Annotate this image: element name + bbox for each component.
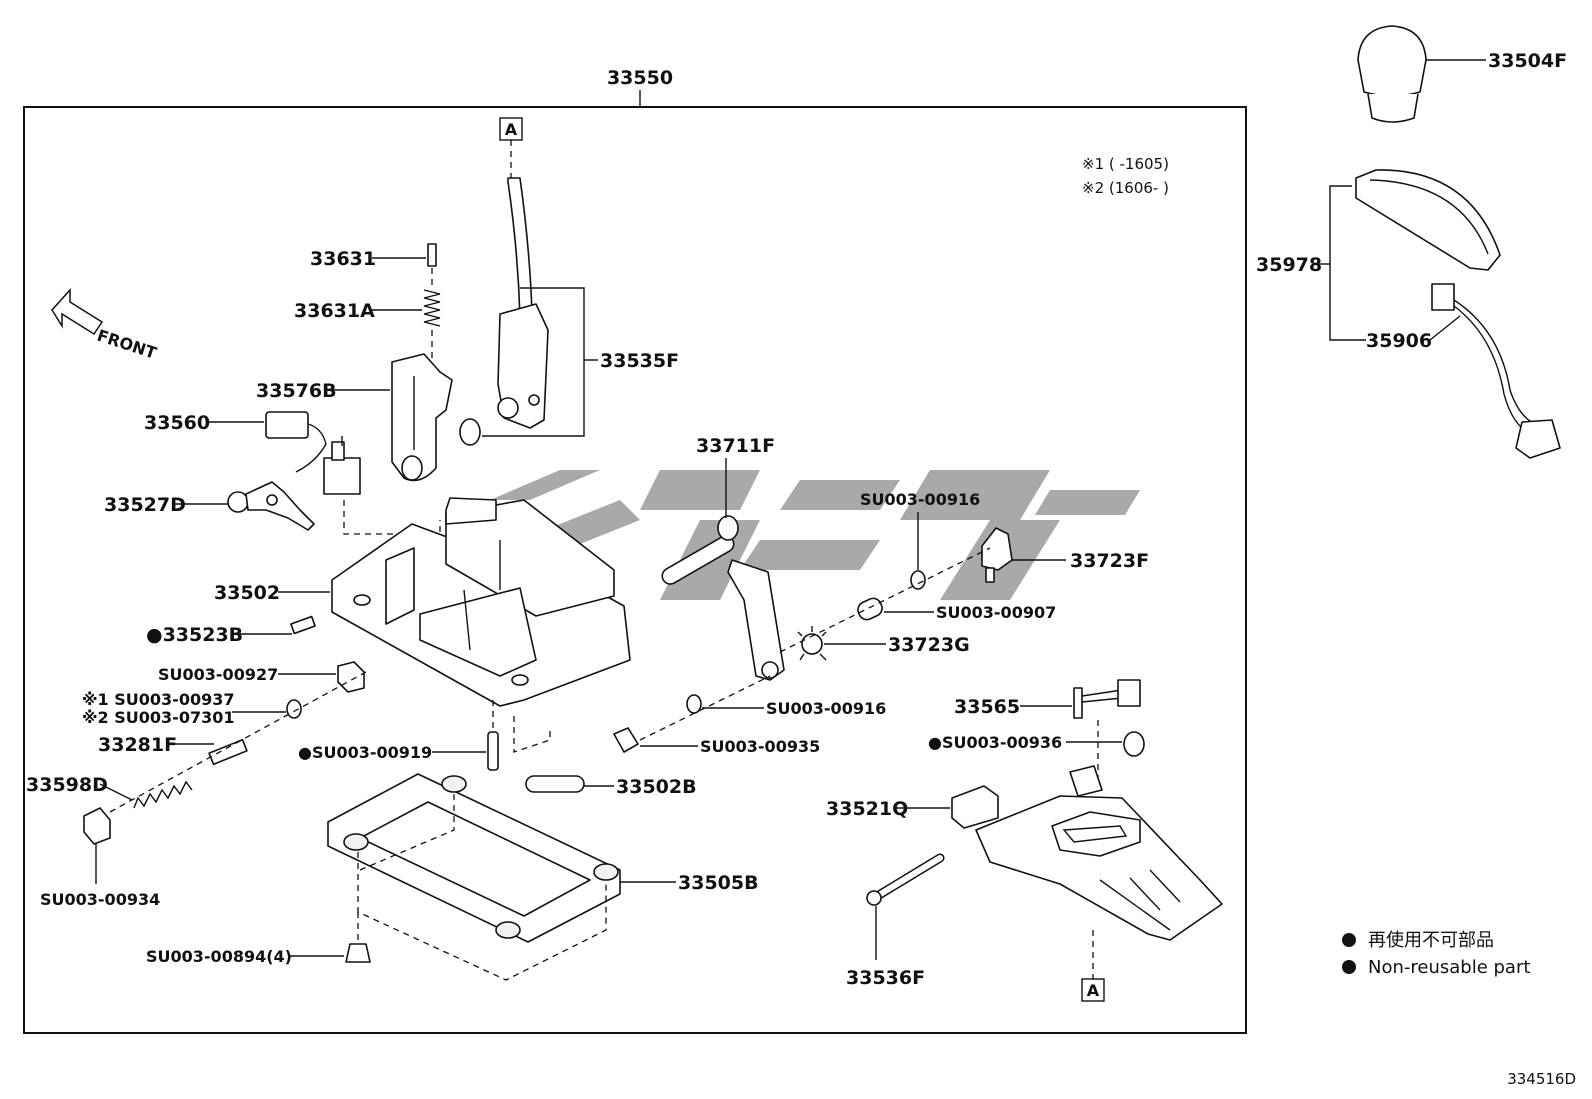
lock-lever-drawing	[227, 481, 315, 531]
part-label-33576B: 33576B	[256, 380, 337, 402]
legend-text-jp: 再使用不可部品	[1368, 930, 1494, 951]
part-label-33523B: ●33523B	[146, 624, 243, 646]
cover-33502B-drawing	[525, 775, 585, 793]
indicator-harness-drawing	[1431, 283, 1561, 459]
part-label-33631: 33631	[310, 248, 376, 270]
part-label-33502: 33502	[214, 582, 280, 604]
detent-plate-drawing	[391, 353, 453, 482]
part-label-33723F: 33723F	[1070, 550, 1149, 572]
part-label-SU003-00937: ※1 SU003-00937	[82, 690, 234, 709]
legend: 再使用不可部品 Non-reusable part	[1342, 930, 1530, 978]
lock-washer-33723G-drawing	[797, 626, 827, 661]
collar-00907-drawing	[857, 597, 883, 621]
legend-bullet-1	[1342, 933, 1356, 947]
washer-00936-drawing	[1123, 731, 1145, 757]
washer-00916a-drawing	[910, 570, 926, 590]
part-label-33565: 33565	[954, 696, 1020, 718]
legend-text-en: Non-reusable part	[1368, 957, 1530, 978]
part-label-33504F: 33504F	[1488, 50, 1567, 72]
part-label-35906: 35906	[1366, 330, 1432, 352]
legend-bullet-2	[1342, 960, 1356, 974]
cap-00934-drawing	[83, 807, 111, 845]
part-label-33536F: 33536F	[846, 967, 925, 989]
pin-00919-drawing	[487, 731, 499, 771]
part-label-SU003-00916-a: SU003-00916	[860, 490, 980, 509]
bolt-00894-drawing	[345, 943, 371, 963]
part-label-33631A: 33631A	[294, 300, 375, 322]
part-label-33527D: 33527D	[104, 494, 186, 516]
connector-marker-top: A	[499, 117, 523, 141]
base-housing-drawing	[331, 497, 631, 707]
part-label-SU003-00927: SU003-00927	[158, 665, 278, 684]
shift-knob-drawing	[1357, 25, 1427, 123]
spring-33631A-drawing	[423, 289, 441, 327]
solenoid-drawing	[265, 411, 361, 495]
bracket-33723F-drawing	[981, 527, 1013, 583]
part-label-SU003-00907: SU003-00907	[936, 603, 1056, 622]
assembly-frame	[23, 106, 1247, 1034]
part-label-33535F: 33535F	[600, 350, 679, 372]
part-label-33598D: 33598D	[26, 774, 108, 796]
pin-33281F-drawing	[208, 738, 248, 766]
indicator-housing-drawing	[951, 765, 1223, 941]
svg-text:A: A	[505, 120, 518, 139]
pin-33523B-drawing	[290, 615, 316, 635]
clip-00935-drawing	[613, 727, 639, 753]
part-label-SU003-00936: ●SU003-00936	[928, 733, 1062, 752]
part-label-33723G: 33723G	[888, 634, 970, 656]
clip-00927-drawing	[337, 661, 365, 693]
front-arrow-icon	[51, 288, 104, 336]
part-label-33281F: 33281F	[98, 734, 177, 756]
part-label-33505B: 33505B	[678, 872, 759, 894]
part-label-SU003-00919: ●SU003-00919	[298, 743, 432, 762]
part-label-35978: 35978	[1256, 254, 1322, 276]
note-1: ※1 ( -1605)	[1082, 155, 1169, 173]
switch-33565-drawing	[1073, 679, 1141, 719]
washer-00916b-drawing	[686, 694, 702, 714]
part-label-33711F: 33711F	[696, 435, 775, 457]
figure-code: 334516D	[1507, 1070, 1576, 1088]
pin-33631-drawing	[427, 243, 437, 267]
shift-lever-drawing	[459, 177, 549, 446]
indicator-bezel-drawing	[1355, 169, 1501, 271]
shaft-lever-drawing	[661, 515, 785, 681]
svg-text:A: A	[1087, 981, 1100, 1000]
part-label-SU003-00934: SU003-00934	[40, 890, 160, 909]
part-label-SU003-07301: ※2 SU003-07301	[82, 708, 234, 727]
part-label-SU003-00935: SU003-00935	[700, 737, 820, 756]
washer-00937-drawing	[286, 699, 302, 719]
connector-marker-bottom: A	[1081, 978, 1105, 1002]
pin-33536F-drawing	[866, 853, 945, 906]
spring-33598D-drawing	[133, 780, 193, 809]
base-plate-drawing	[327, 773, 621, 943]
note-2: ※2 (1606- )	[1082, 179, 1169, 197]
part-label-SU003-00894: SU003-00894(4)	[146, 947, 292, 966]
part-label-33560: 33560	[144, 412, 210, 434]
part-label-33521Q: 33521Q	[826, 798, 908, 820]
part-label-33502B: 33502B	[616, 776, 697, 798]
assembly-number-label: 33550	[607, 67, 673, 89]
front-label: FRONT	[95, 326, 159, 363]
part-label-SU003-00916-b: SU003-00916	[766, 699, 886, 718]
